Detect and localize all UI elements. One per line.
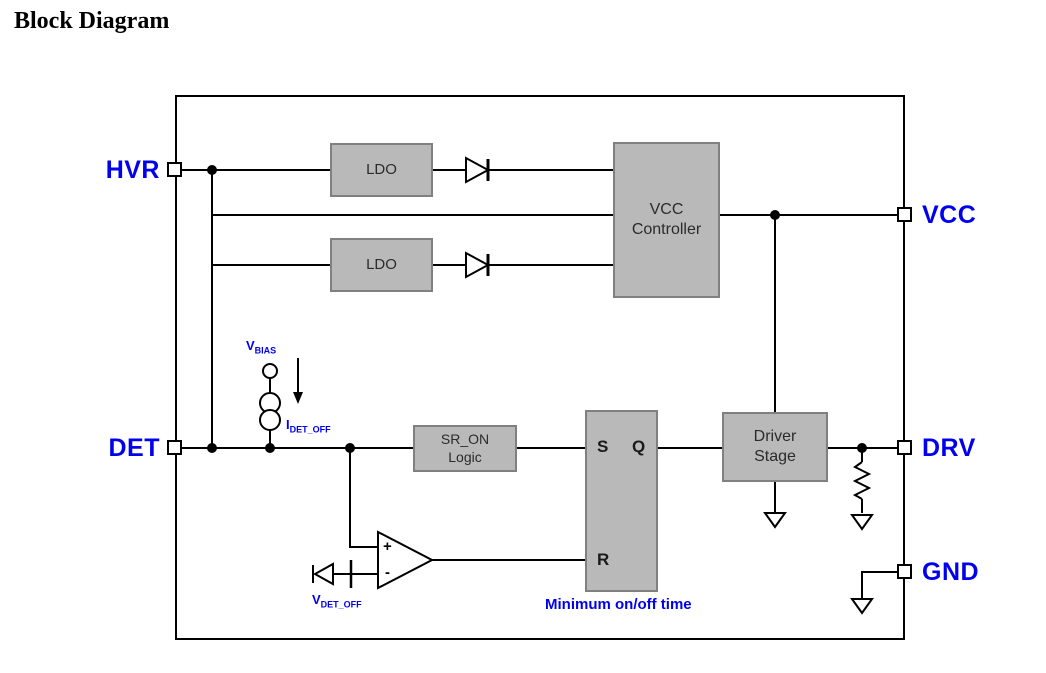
comparator-plus-label: + [383,538,392,555]
hvr-pin-label: HVR [105,156,160,184]
ground-icon [850,598,874,615]
comparator-icon [377,530,434,590]
ldo2-block: LDO [330,238,433,292]
vbias-label: VBIAS [246,338,277,356]
sr-on-logic-label-line1: SR_ON [440,431,490,447]
minimum-onoff-time-label: Minimum on/off time [545,596,692,613]
chip-outline [175,95,905,640]
det-pin-terminal [167,440,182,455]
wire-vccctrl-vcc-pin [720,214,898,216]
vcc-controller-label-line2: Controller [631,221,702,238]
sr-on-logic-block: SR_ON Logic [413,425,517,472]
resistor-icon [852,448,872,513]
current-source-icon [259,363,281,448]
comparator-minus-label: - [385,564,390,581]
vcc-controller-label-line1: VCC [649,201,684,218]
drv-pin-label: DRV [922,434,976,462]
driver-stage-label-line2: Stage [754,448,796,465]
vcc-pin-terminal [897,207,912,222]
driver-stage-label-line1: Driver [753,428,797,445]
latch-r-label: R [597,550,610,569]
wire-gnd-down-vertical [861,571,863,599]
drv-pin-terminal [897,440,912,455]
wire-diode1-vccctrl [488,169,613,171]
idet-off-label: IDET_OFF [286,417,331,435]
latch-s-label: S [597,437,609,456]
ground-icon [850,514,874,531]
wire-hvr-branch [212,214,613,216]
wire-det-branch-ldo2 [212,264,330,266]
wire-srlogic-latch [517,447,585,449]
junction-dot [345,443,355,453]
junction-dot [207,165,217,175]
vcc-pin-label: VCC [922,201,977,229]
gnd-pin-label: GND [922,558,980,586]
wire-hvr-ldo1-in [182,169,330,171]
latch-q-label: Q [632,437,646,456]
gnd-pin-terminal [897,564,912,579]
wire-comp-latch-r [432,559,585,561]
ldo1-block: LDO [330,143,433,197]
hvr-pin-terminal [167,162,182,177]
wire-gnd-pin [862,571,898,573]
diode-icon [465,156,491,184]
ground-icon [763,512,787,529]
vdet-off-label: VDET_OFF [312,592,362,610]
junction-dot [770,210,780,220]
wire-det-comp-vertical [349,447,351,548]
driver-stage-block: Driver Stage [722,412,828,482]
junction-dot [207,443,217,453]
wire-latch-driver [658,447,722,449]
voltage-ref-icon [312,560,378,588]
wire-det-line [182,447,413,449]
wire-hvr-det-vertical [211,169,213,449]
wire-ldo2-diode [433,264,466,266]
wire-comp-plus-in [350,546,378,548]
det-pin-label: DET [108,434,160,462]
sr-on-logic-label-line2: Logic [448,448,482,465]
wire-diode2-vccctrl [488,264,613,266]
current-arrow-icon [293,358,303,404]
ldo1-label: LDO [366,160,397,178]
sr-latch-block [585,410,658,592]
wire-ldo1-diode [433,169,466,171]
page-title: Block Diagram [14,8,170,34]
wire-driver-gnd-vertical [774,482,776,513]
wire-vcc-driver-vertical [774,214,776,412]
diode-icon [465,251,491,279]
ldo2-label: LDO [366,255,397,273]
vcc-controller-block: VCC Controller [613,142,720,298]
